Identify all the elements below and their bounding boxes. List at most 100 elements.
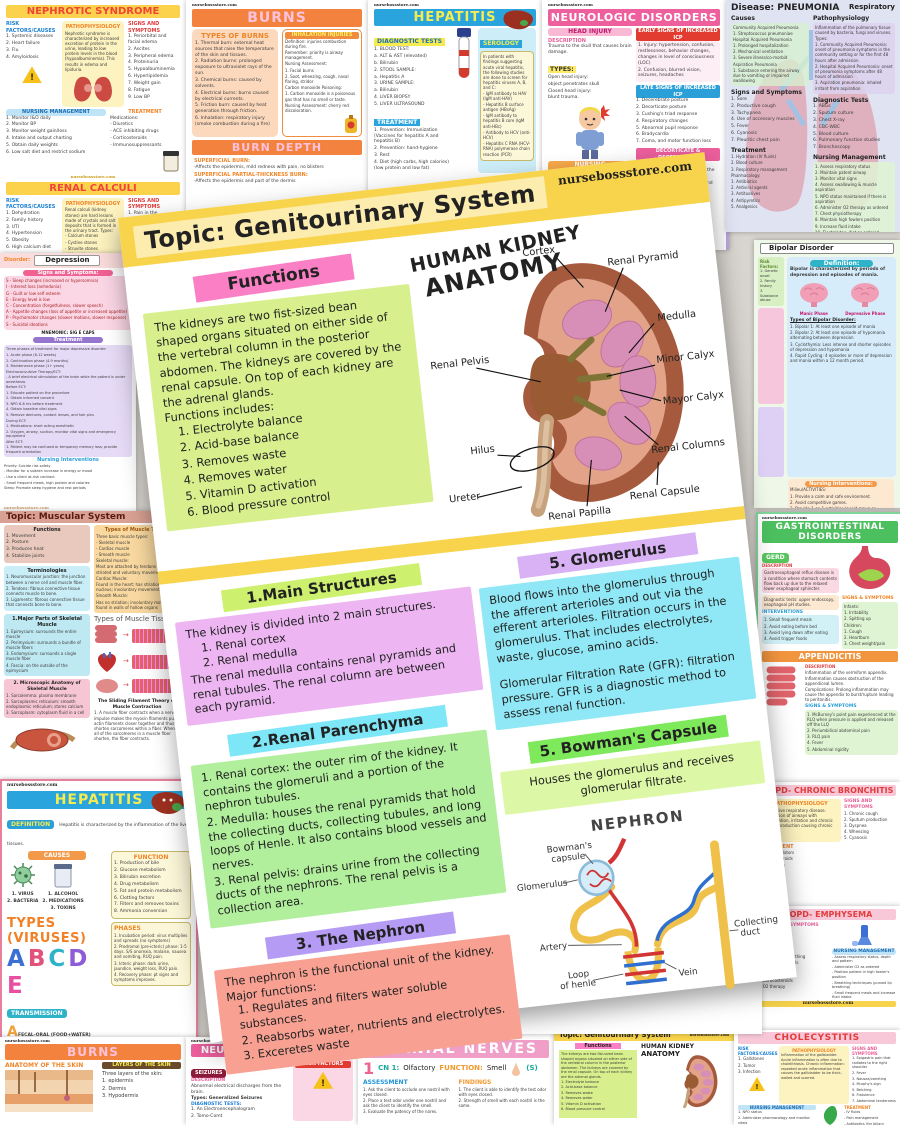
- list-item: 5. Vitamin D activation: [561, 1101, 602, 1106]
- sheet-title: CHOLECYSTITIS: [738, 1032, 896, 1044]
- list-item: 2. Strength of smell with each nostril i…: [458, 1098, 545, 1109]
- section-label: Diagnostic Tests: [813, 96, 869, 104]
- nephron-labels: Bowman's capsule Glomerulus Artery Loop …: [516, 840, 778, 992]
- section-label: FUNCTION: [133, 853, 169, 861]
- list-item: 3. URINE SAMPLE:: [374, 81, 415, 87]
- list: Three phases of treatment for major depr…: [4, 345, 132, 458]
- section-label: TREATMENT: [844, 1105, 871, 1111]
- list-item: 3. Antitussives: [731, 191, 761, 197]
- list-item: 8. Fatigue: [128, 87, 151, 93]
- renal-parenchyma-list: 1. Renal cortex: the outer rim of the ki…: [200, 738, 496, 920]
- list-item: 2. STOOL SAMPLE:: [374, 67, 416, 73]
- list-item: Has no striation; involuntary movement; …: [96, 599, 178, 610]
- list-item: 1. ALCOHOL: [47, 892, 79, 898]
- section-label: Terminologies: [27, 567, 67, 574]
- list-item: 2. Tendons: fibrous connective tissue co…: [6, 585, 81, 596]
- list-item: B: [27, 945, 46, 972]
- sheet-title: RENAL CALCULI: [6, 181, 180, 195]
- site-header: nursebossstore.com: [548, 2, 593, 7]
- list-item: 5. Remove dentures, contact lenses, and …: [6, 413, 94, 417]
- section-label: INTERVENTIONS: [762, 609, 803, 615]
- list-item: - A brief electrical stimulation of the …: [6, 375, 126, 384]
- list-item: 1. An Electroencephalogram: [191, 1107, 255, 1113]
- list-item: 6. Low salt diet and restrict sodium: [6, 149, 86, 155]
- types-label: Types of Bipolar Disorder:: [790, 318, 856, 324]
- section-label: SIGNS AND SYMPTOMS: [128, 197, 161, 211]
- section-label: SIGNS AND SYMPTOMS: [852, 1046, 878, 1057]
- mnemonic: MNEMONIC: SIG E CAPS: [41, 329, 95, 335]
- section-label: DESCRIPTION: [762, 563, 793, 569]
- list-item: 3. Hypodermis: [102, 1093, 139, 1100]
- liver-cartoon-icon: [151, 791, 185, 814]
- section-label: Treatment: [32, 336, 104, 344]
- list-item: 1. Carbon monoxide is a poisonous gas th…: [285, 91, 356, 102]
- list-item: 1. Monitor I&O daily: [6, 115, 51, 121]
- burn-type-label: SUPERFICIAL BURN:: [194, 158, 251, 165]
- list: - Calcium stones- Cystine stones- Struvi…: [65, 233, 121, 253]
- label-vein: Vein: [678, 967, 698, 979]
- list-item: 6. Administer O2 therapy as ordered: [815, 204, 889, 210]
- list-item: I - Interest loss (anhedonia): [6, 284, 62, 290]
- list: Medications:- Diuretics- ACE inhibiting …: [110, 116, 180, 149]
- list-item: - Cystine stones: [65, 239, 98, 245]
- patho-text: Nephrotic syndrome is characterized by i…: [65, 30, 120, 72]
- heart-icon: [97, 651, 117, 672]
- section-label: RISK FACTORS/CAUSES: [6, 197, 56, 211]
- list-item: Definition: injuries combustion during f…: [285, 38, 347, 49]
- section-label: RISK FACTORS/CAUSES: [738, 1046, 778, 1057]
- list-item: 2. Mechanical ventilation: [733, 49, 784, 55]
- list: Inflammation of the pulmonary tissue cau…: [813, 22, 895, 94]
- burn-type-label: SUPERFICIAL PARTIAL-THICKNESS BURN:: [194, 172, 308, 179]
- list-item: 2. Avoid competitive games.: [790, 499, 848, 505]
- definition-text: Hepatitis is characterized by the inflam…: [7, 822, 190, 847]
- section-label: 2. Microscopic Anatomy of Skeletal Muscl…: [13, 681, 81, 692]
- list-item: 2. Perimysium: surrounds a bundle of mus…: [6, 639, 81, 651]
- sheet-hepatitis-detailed: nursebossstore.com HEPATITIS DEFINITION …: [0, 779, 198, 1039]
- site-header: nursebossstore.com: [7, 783, 58, 788]
- signs-box-sliver: [758, 307, 784, 404]
- section-label: DEFINITION: [7, 819, 55, 830]
- list-item: 1. Educate patient on the procedure: [6, 390, 70, 395]
- virus-icon: [10, 863, 35, 888]
- list-item: 5. Obtain daily weights: [6, 142, 58, 148]
- gallbladder-icon: [823, 1106, 838, 1125]
- list: 1. Incubation period: virus multiplies a…: [114, 933, 188, 983]
- list: 1. Prevention: Immunization (Vaccines fo…: [374, 128, 450, 172]
- list-item: b. Bilirubin: [374, 60, 399, 66]
- liver-icon: [503, 10, 534, 30]
- cardiac-tissue-swatch: [131, 654, 176, 669]
- list-item: 1. Small frequent meals: [764, 617, 812, 623]
- list-item: 3. TOXINS: [50, 906, 76, 912]
- list-item: 3. Produces heat: [6, 547, 44, 553]
- list-item: 6. Clotting factors: [114, 895, 155, 901]
- list-item: Aspiration Pneumonia: [733, 61, 777, 67]
- list: 1. The client is able to identify the te…: [459, 1087, 550, 1109]
- list-item: 1. Assess respiratory status: [815, 163, 871, 169]
- proximal-tubule: [570, 882, 640, 954]
- label-loop-2: of henle: [560, 978, 597, 992]
- gerd-description: Gastroesophageal reflux disease is a con…: [762, 568, 839, 594]
- list-item: 1. Dehydration: [6, 210, 40, 216]
- list-item: 4. Wheezing: [844, 829, 869, 835]
- illustration-title: Types of Muscle Tissue: [94, 614, 174, 623]
- site-footer: nursebossstore.com: [70, 173, 116, 179]
- section-label: DIAGNOSTIC TESTS:: [191, 1101, 242, 1107]
- label-renal-pyramid: Renal Pyramid: [607, 250, 679, 269]
- section-label: SEIZURES: [191, 1069, 227, 1078]
- list: 1. Injury: hypertension, confusion, rest…: [636, 41, 720, 83]
- list-item: 2. Ascites: [128, 46, 150, 52]
- disorder-title: Bipolar Disorder: [760, 243, 894, 254]
- types-text: Types: Generalized Seizures: [191, 1095, 263, 1101]
- label-lines: [476, 255, 662, 507]
- list-item: 1. Incubation period: virus multiplies a…: [114, 932, 188, 943]
- list-item: P - Psychomotor changes (slower motions,…: [6, 315, 127, 321]
- list-item: 7. Bronchoscopy: [813, 145, 851, 151]
- renal-parenchyma-box: 1. Renal cortex: the outer rim of the ki…: [190, 729, 507, 929]
- list-item: 7. Abdominal tenderness: [852, 1098, 896, 1103]
- cn-number: 1: [363, 1059, 375, 1079]
- list: Open head injury:object penetrates skull…: [548, 75, 632, 101]
- section-label: PATHOPHYSIOLOGY: [65, 24, 121, 30]
